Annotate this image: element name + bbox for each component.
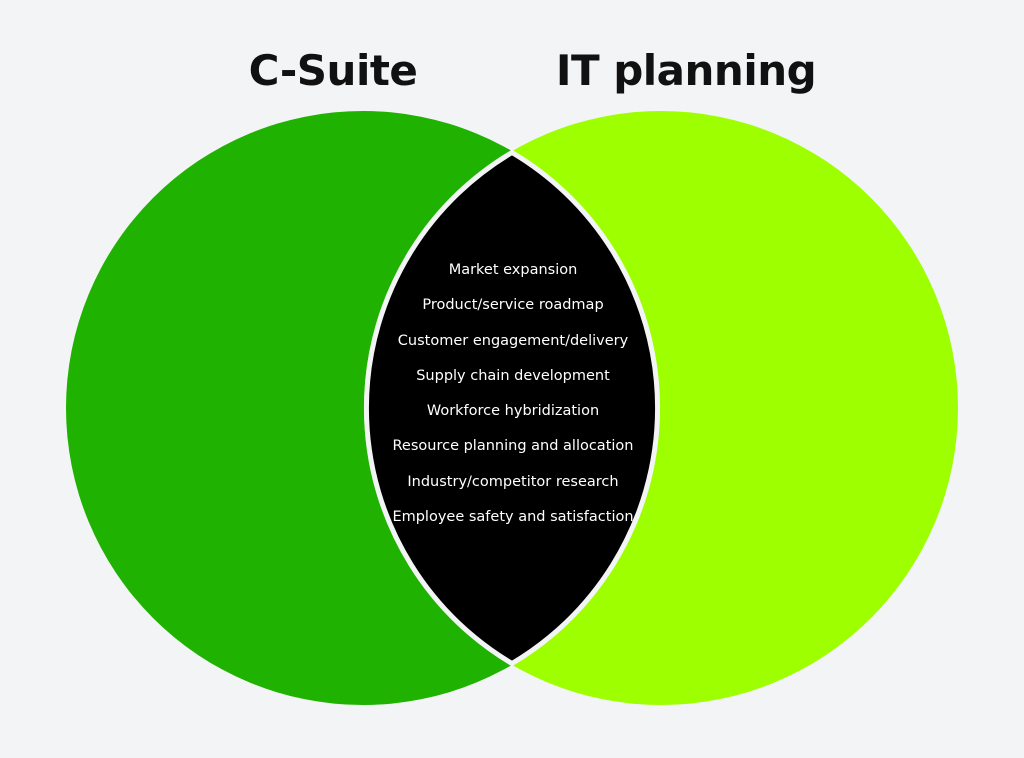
list-item-resource-planning: Resource planning and allocation (392, 438, 634, 455)
list-item-workforce-hybridization: Workforce hybridization (426, 403, 600, 420)
list-item-product-service-roadmap: Product/service roadmap (422, 297, 604, 314)
list-item-employee-safety: Employee safety and satisfaction (392, 509, 634, 526)
list-item-market-expansion: Market expansion (448, 262, 578, 278)
list-item-customer-engagement: Customer engagement/delivery (397, 332, 629, 349)
list-item-industry-research: Industry/competitor research (407, 473, 619, 490)
list-item-supply-chain: Supply chain development (416, 367, 610, 384)
it-planning-label: IT planning (555, 46, 817, 95)
c-suite-label: C-Suite (248, 46, 418, 95)
overlap-region (364, 149, 660, 667)
shared-priorities-list: Market expansion Product/service roadmap… (340, 258, 686, 540)
